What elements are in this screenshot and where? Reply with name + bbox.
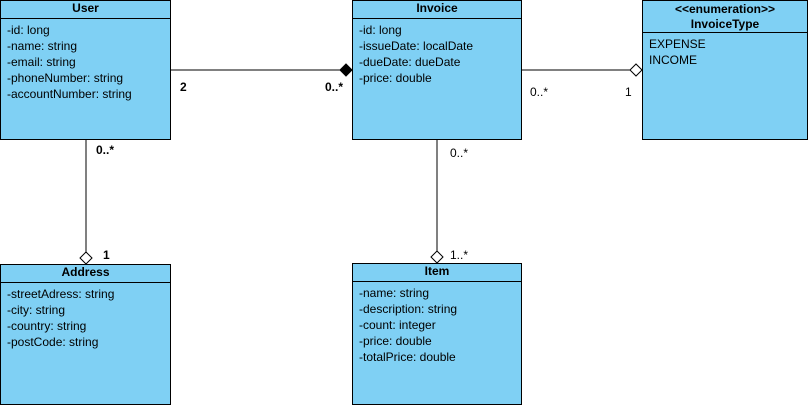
stereotype-label: <<enumeration>> xyxy=(674,2,776,16)
attribute: -postCode: string xyxy=(7,335,99,349)
aggregation-diamond xyxy=(430,250,444,264)
attribute: -streetAdress: string xyxy=(7,287,115,301)
attribute: -id: long xyxy=(359,23,402,37)
multiplicity-label: 1 xyxy=(103,248,110,262)
class-name: InvoiceType xyxy=(690,17,760,31)
class-name: Address xyxy=(1,265,170,283)
enum-literal-list: EXPENSE INCOME xyxy=(643,33,807,68)
multiplicity-label: 0..* xyxy=(530,85,549,99)
class-name: Invoice xyxy=(353,1,521,19)
attribute: -id: long xyxy=(7,23,50,37)
attribute: -price: double xyxy=(359,334,432,348)
class-header: <<enumeration>> InvoiceType xyxy=(643,1,807,33)
attribute: -description: string xyxy=(359,302,458,316)
composition-diamond xyxy=(339,63,353,77)
multiplicity-label: 1 xyxy=(625,85,632,99)
class-name: Item xyxy=(353,264,521,282)
attribute-list: -id: long -issueDate: localDate -dueDate… xyxy=(353,19,521,86)
aggregation-diamond xyxy=(629,63,643,77)
enum-literal: EXPENSE xyxy=(649,37,706,51)
attribute: -name: string xyxy=(359,286,430,300)
attribute: -email: string xyxy=(7,55,76,69)
class-item[interactable]: Item -name: string -description: string … xyxy=(352,263,522,405)
attribute: -name: string xyxy=(7,39,78,53)
attribute-list: -name: string -description: string -coun… xyxy=(353,282,521,365)
multiplicity-label: 0..* xyxy=(96,143,115,157)
multiplicity-label: 0..* xyxy=(325,80,344,94)
multiplicity-label: 2 xyxy=(180,80,187,94)
multiplicity-label: 0..* xyxy=(450,146,469,160)
attribute: -city: string xyxy=(7,303,66,317)
aggregation-diamond xyxy=(79,251,93,265)
attribute: -dueDate: dueDate xyxy=(359,55,461,69)
class-address[interactable]: Address -streetAdress: string -city: str… xyxy=(0,264,171,405)
class-name: User xyxy=(1,1,170,19)
attribute: -count: integer xyxy=(359,318,436,332)
attribute: -price: double xyxy=(359,71,432,85)
attribute: -issueDate: localDate xyxy=(359,39,474,53)
multiplicity-label: 1..* xyxy=(450,248,469,262)
attribute: -accountNumber: string xyxy=(7,87,132,101)
class-invoice[interactable]: Invoice -id: long -issueDate: localDate … xyxy=(352,0,522,140)
attribute: -phoneNumber: string xyxy=(7,71,124,85)
attribute-list: -streetAdress: string -city: string -cou… xyxy=(1,283,170,350)
enum-literal: INCOME xyxy=(649,53,697,67)
attribute: -country: string xyxy=(7,319,87,333)
class-user[interactable]: User -id: long -name: string -email: str… xyxy=(0,0,171,140)
attribute-list: -id: long -name: string -email: string -… xyxy=(1,19,170,102)
class-invoicetype[interactable]: <<enumeration>> InvoiceType EXPENSE INCO… xyxy=(642,0,808,140)
attribute: -totalPrice: double xyxy=(359,350,456,364)
